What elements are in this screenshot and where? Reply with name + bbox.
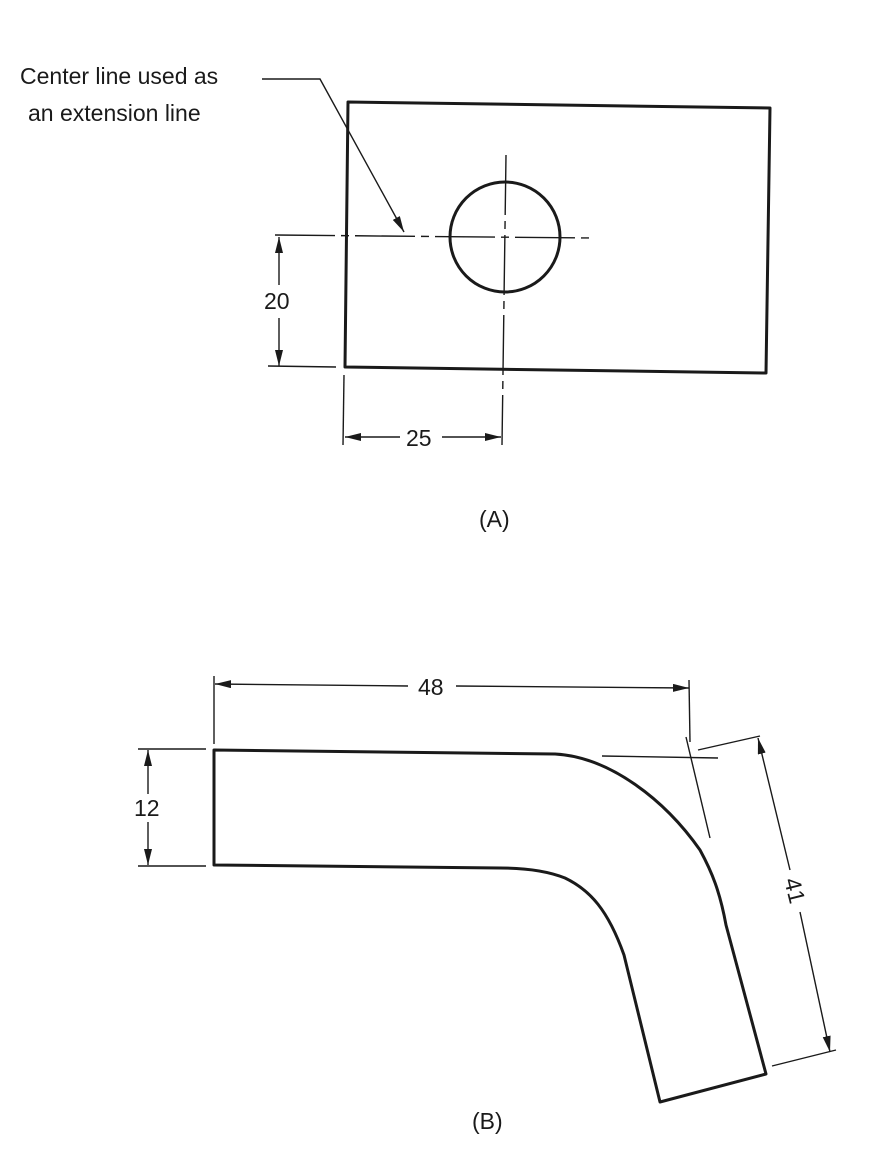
dim-48-arrow-left <box>214 680 409 689</box>
caption-a: (A) <box>479 506 510 532</box>
vertical-center-line <box>501 154 507 446</box>
dim-41-label: 41 <box>779 875 810 906</box>
caption-b: (B) <box>472 1108 503 1134</box>
extension-line-slanted-top <box>685 736 711 839</box>
callout-text-line1: Center line used as <box>20 63 218 89</box>
dim-12-label: 12 <box>134 795 160 821</box>
horizontal-center-line <box>274 234 593 239</box>
dim-48-label: 48 <box>418 674 444 700</box>
callout-leader <box>262 78 405 233</box>
extension-line-slanted-end <box>771 1049 837 1067</box>
extension-line-top-right <box>688 679 691 743</box>
bent-bar-outline <box>212 748 768 1104</box>
extension-line-left <box>342 374 345 446</box>
figure-a: Center line used as an extension line 20… <box>20 63 772 532</box>
extension-line-bend-tangent <box>601 755 719 759</box>
callout-text-line2: an extension line <box>28 100 201 126</box>
dim-20-label: 20 <box>264 288 290 314</box>
dim-48-arrow-right <box>455 683 690 692</box>
extension-line-slanted-start <box>697 735 761 751</box>
extension-line-bottom <box>267 365 337 368</box>
dim-25-label: 25 <box>406 425 432 451</box>
plate-outline <box>343 100 772 375</box>
dim-41-arrow-up <box>757 737 791 871</box>
dim-41-arrow-down <box>799 911 831 1053</box>
figure-b: 48 12 41 (B) <box>134 674 837 1134</box>
